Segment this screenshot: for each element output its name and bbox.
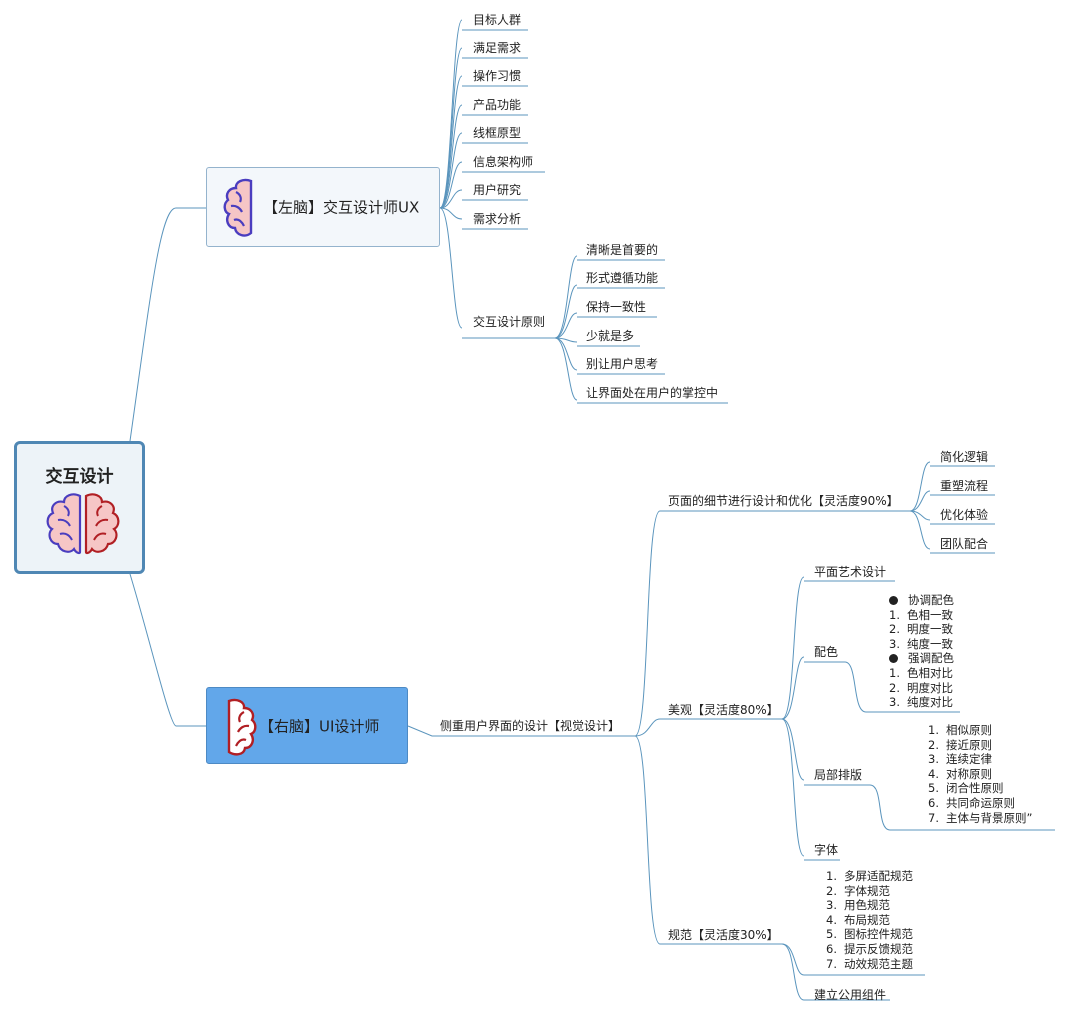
list-item: 4.对称原则 <box>928 766 992 781</box>
right-brain-title: 【右脑】UI设计师 <box>259 717 380 735</box>
beauty-label[interactable]: 美观【灵活度80%】 <box>668 703 779 717</box>
principle-item[interactable]: 少就是多 <box>586 329 635 343</box>
bullet-icon <box>889 596 898 605</box>
page-detail-item[interactable]: 简化逻辑 <box>940 450 989 464</box>
list-item: 1.多屏适配规范 <box>826 869 913 883</box>
brain-icon <box>46 493 120 555</box>
left-item[interactable]: 目标人群 <box>473 13 522 27</box>
list-item: 6.提示反馈规范 <box>826 941 913 956</box>
root-title: 交互设计 <box>45 467 114 487</box>
list-item: 6.共同命运原则 <box>928 795 1015 810</box>
principles-label[interactable]: 交互设计原则 <box>473 315 546 329</box>
principle-item[interactable]: 形式遵循功能 <box>586 271 659 285</box>
page-detail-item[interactable]: 优化体验 <box>940 508 989 522</box>
page-detail-item[interactable]: 重塑流程 <box>940 479 989 493</box>
list-item: 7.动效规范主题 <box>826 956 913 971</box>
left-item[interactable]: 线框原型 <box>473 126 522 140</box>
spec-label[interactable]: 规范【灵活度30%】 <box>668 928 779 942</box>
list-item: 3.连续定律 <box>928 752 992 767</box>
left-item[interactable]: 操作习惯 <box>473 69 522 83</box>
principle-item[interactable]: 清晰是首要的 <box>586 243 659 257</box>
focus-label[interactable]: 侧重用户界面的设计【视觉设计】 <box>440 719 621 733</box>
color-list: 协调配色 1.色相一致 2.明度一致 3.纯度一致 强调配色 1.色相对比 2.… <box>889 593 954 710</box>
list-item: 1.色相一致 <box>889 607 953 622</box>
list-item: 3.纯度对比 <box>889 695 953 710</box>
principle-item[interactable]: 保持一致性 <box>586 300 647 314</box>
list-item: 强调配色 <box>889 651 954 666</box>
art-label[interactable]: 平面艺术设计 <box>814 565 887 579</box>
list-item: 1.相似原则 <box>928 723 992 737</box>
left-item[interactable]: 满足需求 <box>473 41 522 55</box>
left-item[interactable]: 信息架构师 <box>473 155 534 169</box>
list-item: 2.明度一致 <box>889 622 953 637</box>
right-brain-node[interactable]: 【右脑】UI设计师 <box>206 687 408 764</box>
brain-icon <box>223 178 253 237</box>
left-item[interactable]: 用户研究 <box>473 183 522 197</box>
layout-label[interactable]: 局部排版 <box>814 768 863 782</box>
brain-icon <box>227 698 257 756</box>
layout-list: 1.相似原则 2.接近原则 3.连续定律 4.对称原则 5.闭合性原则 6.共同… <box>928 723 1032 825</box>
bullet-icon <box>889 654 898 664</box>
color-label[interactable]: 配色 <box>814 645 839 659</box>
principle-item[interactable]: 别让用户思考 <box>586 357 659 371</box>
list-item: 5.图标控件规范 <box>826 927 913 942</box>
list-item: 3.用色规范 <box>826 898 890 913</box>
list-item: 2.明度对比 <box>889 680 953 695</box>
list-item: 2.字体规范 <box>826 883 890 898</box>
left-item[interactable]: 需求分析 <box>473 212 522 226</box>
page-detail-label[interactable]: 页面的细节进行设计和优化【灵活度90%】 <box>668 494 899 508</box>
list-item: 7.主体与背景原则” <box>928 810 1033 825</box>
left-item[interactable]: 产品功能 <box>473 98 522 112</box>
list-item: 1.色相对比 <box>889 665 953 680</box>
left-brain-node[interactable]: 【左脑】交互设计师UX <box>206 167 440 247</box>
list-item: 4.布局规范 <box>826 912 890 927</box>
spec-list: 1.多屏适配规范 2.字体规范 3.用色规范 4.布局规范 5.图标控件规范 6… <box>826 869 913 971</box>
root-node[interactable]: 交互设计 <box>14 441 145 574</box>
principle-item[interactable]: 让界面处在用户的掌控中 <box>586 386 719 400</box>
component-label[interactable]: 建立公用组件 <box>814 988 887 1002</box>
list-item: 5.闭合性原则 <box>928 781 1004 796</box>
list-item: 2.接近原则 <box>928 737 992 752</box>
font-label[interactable]: 字体 <box>814 843 839 857</box>
left-brain-title: 【左脑】交互设计师UX <box>263 198 420 217</box>
list-item: 3.纯度一致 <box>889 636 953 651</box>
page-detail-item[interactable]: 团队配合 <box>940 537 989 551</box>
list-item: 协调配色 <box>889 593 954 608</box>
